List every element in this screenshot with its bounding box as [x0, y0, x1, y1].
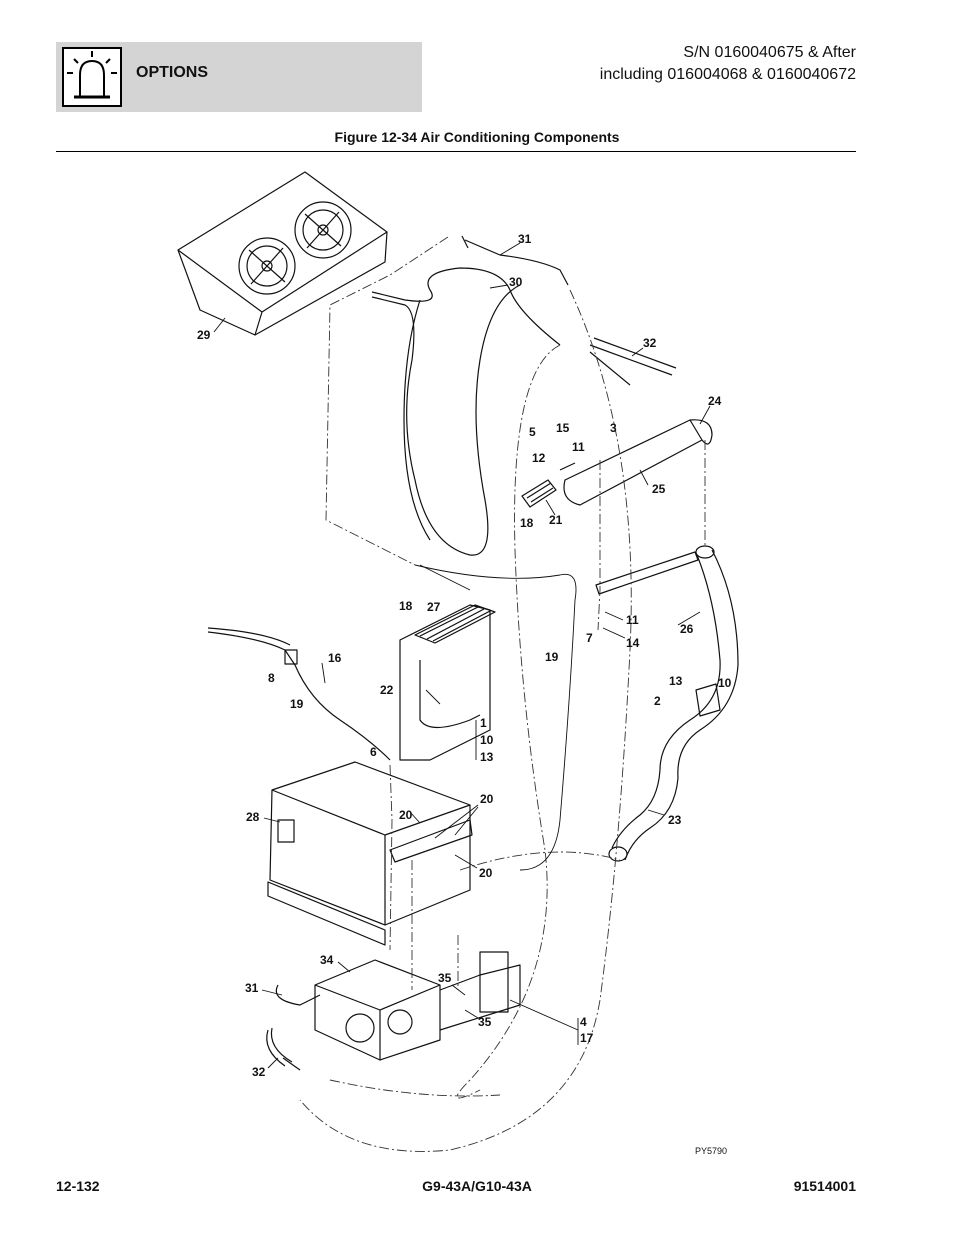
callout-7: 7 [586, 631, 593, 645]
callout-34: 34 [320, 953, 334, 967]
callout-25: 25 [652, 482, 666, 496]
callout-35-upper: 35 [438, 971, 452, 985]
callout-16: 16 [328, 651, 342, 665]
beacon-light-icon [62, 47, 122, 107]
serial-number-range: S/N 0160040675 & After including 0160040… [600, 42, 856, 86]
header-rule [56, 151, 856, 152]
upper-duct-assembly [399, 604, 496, 761]
mounting-bracket [595, 551, 699, 595]
callout-18-upper: 18 [520, 516, 534, 530]
callout-27: 27 [427, 600, 441, 614]
callout-4: 4 [580, 1015, 587, 1029]
flexible-duct [608, 545, 739, 862]
callout-30: 30 [509, 275, 523, 289]
callout-32-upper: 32 [643, 336, 657, 350]
callout-8: 8 [268, 671, 275, 685]
serial-line-2: including 016004068 & 0160040672 [599, 66, 856, 83]
callout-10-right: 10 [718, 676, 732, 690]
lower-hose [266, 1027, 293, 1067]
air-duct [559, 419, 713, 506]
page-number: 12-132 [56, 1178, 100, 1194]
callout-17: 17 [580, 1031, 594, 1045]
callout-3: 3 [610, 421, 617, 435]
ac-unit [314, 951, 521, 1061]
lower-hose-2 [275, 984, 321, 1006]
model-number: G9-43A/G10-43A [422, 1178, 532, 1194]
callout-14: 14 [626, 636, 640, 650]
drawing-reference: PY5790 [695, 1146, 727, 1156]
callout-19-left: 19 [290, 697, 304, 711]
callout-13-group: 13 [480, 750, 494, 764]
callout-13-right: 13 [669, 674, 683, 688]
callout-28: 28 [246, 810, 260, 824]
callout-20-bottom: 20 [479, 866, 493, 880]
callout-11-lower: 11 [626, 613, 639, 627]
callout-26: 26 [680, 622, 694, 636]
callout-32-lower: 32 [252, 1065, 266, 1079]
callout-6: 6 [370, 745, 377, 759]
callout-1: 1 [480, 716, 487, 730]
condenser-unit [177, 171, 388, 336]
callout-21: 21 [549, 513, 563, 527]
figure-title: Figure 12-34 Air Conditioning Components [334, 129, 620, 145]
callout-35-lower: 35 [478, 1015, 492, 1029]
callout-10-group: 10 [480, 733, 494, 747]
callout-24: 24 [708, 394, 722, 408]
callout-2: 2 [654, 694, 661, 708]
callout-18-lower: 18 [399, 599, 413, 613]
callout-5: 5 [529, 425, 536, 439]
serial-line-1: S/N 0160040675 & After [683, 44, 856, 61]
section-title: OPTIONS [136, 64, 209, 81]
callout-31-upper: 31 [518, 232, 532, 246]
evaporator-housing [267, 761, 473, 946]
callout-29: 29 [197, 328, 211, 342]
callout-20-top: 20 [480, 792, 494, 806]
callout-11-upper: 11 [572, 440, 585, 454]
callout-20-middle: 20 [399, 808, 413, 822]
connector-8 [284, 649, 298, 665]
manual-part-number: 91514001 [793, 1178, 856, 1194]
small-grille [521, 479, 557, 508]
tube-upper [589, 337, 677, 376]
callout-31-lower: 31 [245, 981, 259, 995]
wiring-harness [207, 631, 391, 761]
refrigerant-hoses [371, 235, 569, 556]
callout-15: 15 [556, 421, 570, 435]
callout-19-right: 19 [545, 650, 559, 664]
callout-23: 23 [668, 813, 682, 827]
callout-12: 12 [532, 451, 546, 465]
callout-22: 22 [380, 683, 394, 697]
